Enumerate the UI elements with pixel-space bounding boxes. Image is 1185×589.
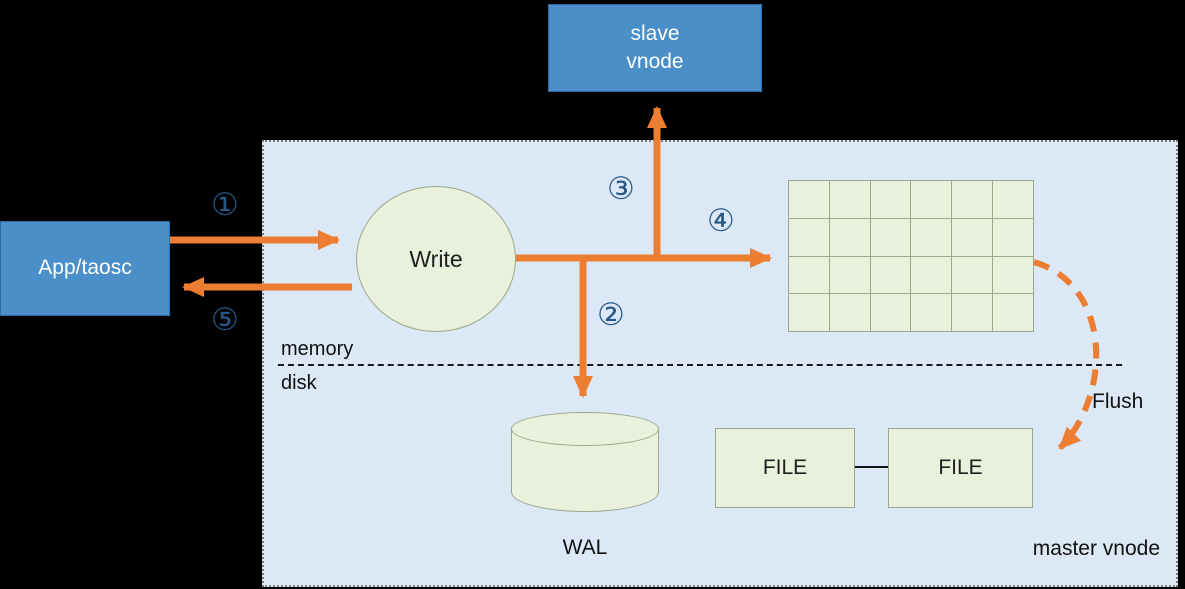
grid-cell (952, 256, 993, 294)
slave-vnode-label: slave vnode (626, 21, 684, 73)
slave-vnode-box: slave vnode (548, 4, 762, 92)
memory-label: memory (281, 338, 354, 360)
grid-cell (993, 256, 1033, 294)
step-1-badge: ① (211, 187, 239, 223)
grid-cell (870, 256, 911, 294)
write-label: Write (409, 245, 463, 272)
memtable-grid (788, 180, 1034, 332)
grid-cell (993, 218, 1033, 256)
file-box-left: FILE (715, 428, 855, 508)
grid-cell (993, 294, 1033, 331)
grid-cell (829, 181, 870, 218)
file-connector-line (855, 466, 888, 468)
step-4-badge: ④ (707, 203, 735, 239)
file-box-right: FILE (888, 428, 1033, 508)
write-node: Write (356, 186, 516, 332)
grid-cell (911, 294, 952, 331)
grid-cell (993, 181, 1033, 218)
grid-cell (911, 181, 952, 218)
wal-cylinder-top (511, 412, 659, 446)
grid-cell (870, 181, 911, 218)
master-vnode-label: master vnode (1032, 537, 1160, 560)
file-right-label: FILE (938, 456, 983, 479)
grid-cell (952, 294, 993, 331)
step-5-badge: ⑤ (211, 302, 239, 338)
grid-cell (829, 294, 870, 331)
grid-cell (870, 218, 911, 256)
memory-disk-divider (278, 364, 1122, 366)
disk-label: disk (281, 372, 317, 394)
grid-cell (789, 294, 829, 331)
step-3-badge: ③ (607, 171, 635, 207)
grid-cell (911, 256, 952, 294)
grid-cell (870, 294, 911, 331)
grid-cell (829, 218, 870, 256)
flush-label: Flush (1092, 390, 1144, 413)
grid-cell (789, 218, 829, 256)
grid-cell (789, 256, 829, 294)
step-2-badge: ② (597, 297, 625, 333)
grid-cell (829, 256, 870, 294)
grid-cell (911, 218, 952, 256)
file-left-label: FILE (762, 456, 808, 479)
grid-cell (789, 181, 829, 218)
app-taosc-label: App/taosc (38, 256, 132, 280)
grid-cell (952, 218, 993, 256)
app-taosc-box: App/taosc (0, 221, 170, 316)
wal-cylinder (511, 412, 659, 512)
wal-label: WAL (562, 536, 608, 559)
grid-cell (952, 181, 993, 218)
